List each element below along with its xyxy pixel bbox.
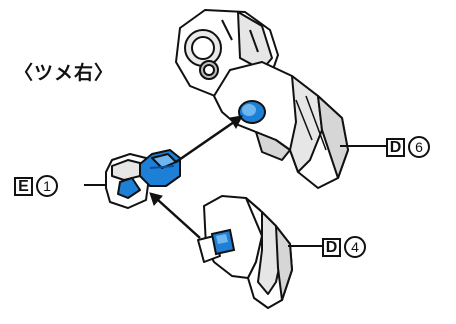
- part-label-small: E 1: [14, 175, 58, 197]
- part-label-upper: D 6: [386, 136, 430, 158]
- small-joint-part: [105, 149, 181, 209]
- assembly-arrows: [149, 115, 243, 239]
- part-label-lower: D 4: [322, 236, 366, 258]
- part-letter-box: D: [386, 137, 405, 157]
- leader-lines: [84, 145, 386, 247]
- part-letter-box: D: [322, 237, 341, 257]
- part-letter-box: E: [14, 176, 33, 196]
- part-number-circle: 4: [344, 236, 366, 258]
- instruction-title: 〈ツメ右〉: [14, 62, 115, 84]
- lower-socket: [210, 228, 236, 256]
- upper-claw-part: [175, 9, 349, 189]
- lower-claw-part: [197, 195, 293, 309]
- upper-socket: [238, 100, 266, 124]
- part-number-circle: 1: [36, 175, 58, 197]
- part-number-circle: 6: [408, 136, 430, 158]
